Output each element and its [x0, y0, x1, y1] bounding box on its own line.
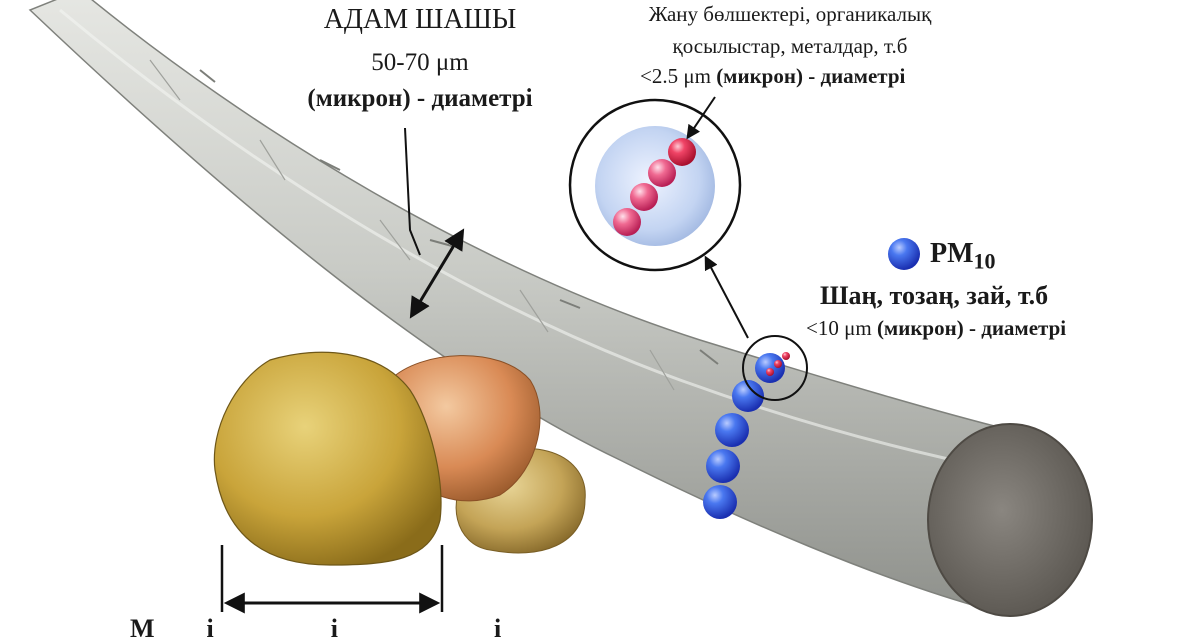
sand-label: М і і і: [130, 616, 501, 642]
pm10-label-main: PM: [930, 238, 974, 269]
pm25-line2: қосылыстар, металдар, т.б: [600, 36, 980, 57]
pm25-size-desc: <2.5 μm (микрон) - диаметрі: [640, 66, 905, 87]
zoom-arrow: [706, 258, 748, 338]
hair-size: 50-70 μm: [300, 50, 540, 75]
hair-title: АДАМ ШАШЫ: [300, 6, 540, 34]
pm10-size-desc: <10 μm (микрон) - диаметрі: [806, 318, 1066, 339]
pm10-size: <10 μm: [806, 316, 872, 340]
pm10-label-sub: 10: [974, 249, 996, 274]
pm10-legend-dot: [888, 238, 920, 270]
pm10-desc-main: Шаң, тозаң, зай, т.б: [820, 283, 1048, 309]
pm10-label: PM10: [930, 240, 996, 273]
hair-desc: (микрон) - диаметрі: [270, 86, 570, 111]
particle-size-illustration: [0, 0, 1200, 630]
hair-cross-section: [928, 424, 1092, 616]
pm25-size: <2.5 μm: [640, 64, 711, 88]
pm25-magnified-view: [570, 100, 740, 270]
sand-grains: [214, 352, 585, 565]
pm25-line1: Жану бөлшектері, органикалық: [600, 4, 980, 25]
pm10-desc: (микрон) - диаметрі: [877, 316, 1066, 340]
pm25-desc: (микрон) - диаметрі: [716, 64, 905, 88]
